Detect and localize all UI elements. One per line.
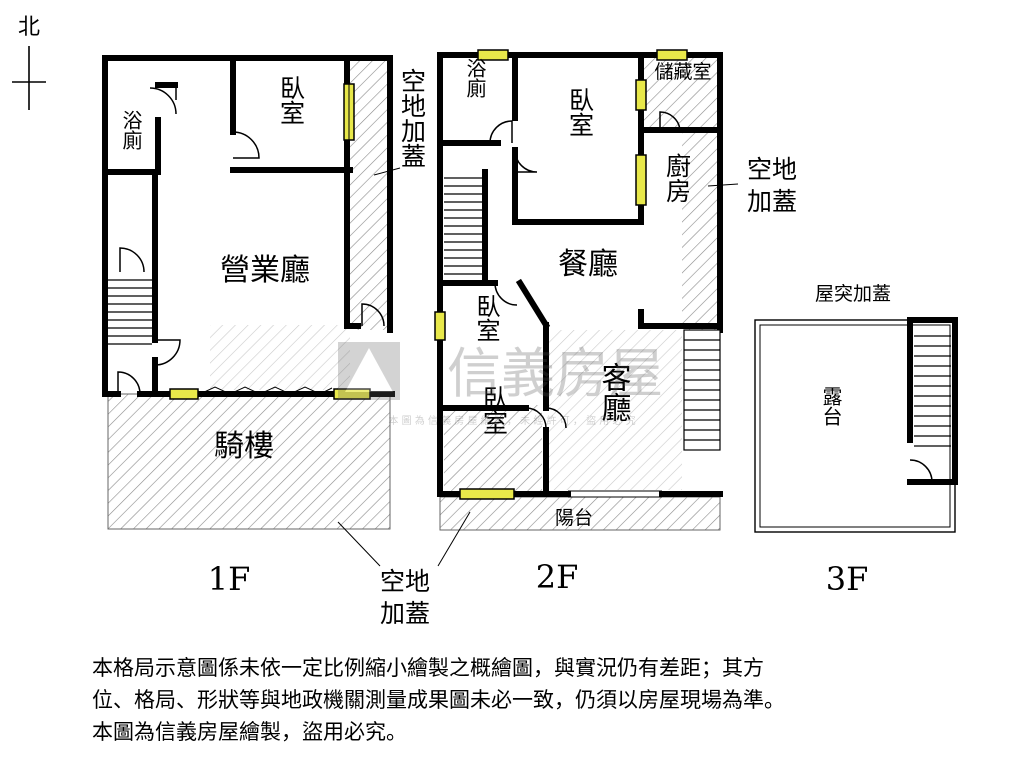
- room-label: 浴廁: [119, 110, 143, 151]
- floor-2f: 浴廁 臥室 儲藏室 廚房 餐廳 臥室 臥室 客廳 陽台 空地加蓋 2F: [434, 49, 797, 596]
- watermark-brand: 信義房屋: [447, 342, 663, 405]
- north-label: 北: [18, 15, 40, 40]
- stairs-3f: [914, 335, 951, 447]
- stairs-2f-lower: [683, 329, 721, 451]
- front-bedroom-hatch: [444, 405, 542, 493]
- doors-2f: [489, 111, 681, 429]
- windows-1f: [169, 83, 371, 400]
- disclaimer-line: 本圖為信義房屋繪製，盜用必究。: [92, 720, 407, 744]
- disclaimer: 本格局示意圖係未依一定比例縮小繪製之概繪圖，與實況仍有差距；其方 位、格局、形狀…: [92, 652, 1012, 748]
- stairs-1f: [108, 279, 152, 345]
- room-label: 臥室: [566, 87, 595, 137]
- windows-2f: [434, 49, 688, 500]
- watermark-small: 本 圖 為 信 義 房 屋 繪 製 ， 未 經 許 可 ， 盜 用 必 究: [388, 414, 635, 427]
- room-label: 浴廁: [463, 58, 487, 99]
- room-label: 臥室: [480, 385, 509, 435]
- balcony-area: [439, 496, 721, 531]
- hall-hatch-1f: [210, 325, 350, 390]
- disclaimer-line: 本格局示意圖係未依一定比例縮小繪製之概繪圖，與實況仍有差距；其方: [92, 656, 764, 680]
- room-label: 廚房: [663, 153, 692, 203]
- room-label: 陽台: [555, 507, 593, 529]
- floor-label-1f: 1F: [208, 560, 251, 598]
- leader-line: [337, 521, 381, 567]
- watermark-logo: [338, 342, 400, 400]
- north-arrow: 北: [12, 15, 46, 110]
- floor-label-3f: 3F: [826, 560, 869, 598]
- side-addition-area-1f: [350, 58, 390, 330]
- floor-label-2f: 2F: [536, 558, 579, 596]
- roof-addition-title: 屋突加蓋: [815, 283, 891, 305]
- room-label: 儲藏室: [654, 61, 711, 83]
- watermark: 信義房屋 本 圖 為 信 義 房 屋 繪 製 ， 未 經 許 可 ， 盜 用 必…: [338, 342, 663, 427]
- floor-3f: 屋突加蓋 露台 3F: [754, 283, 958, 598]
- floor-1f: 浴廁 臥室 營業廳 騎樓 空地加蓋 1F: [102, 55, 427, 598]
- annotation-label: 空地加蓋: [747, 155, 797, 216]
- annotation-label: 空地加蓋: [398, 68, 427, 168]
- room-label: 騎樓: [214, 429, 274, 464]
- room-label: 餐廳: [558, 247, 618, 282]
- stairs-2f-upper: [444, 177, 482, 275]
- room-label: 客廳: [596, 362, 632, 422]
- room-label: 臥室: [277, 75, 306, 125]
- door-3f: [909, 459, 933, 483]
- doors-1f: [117, 87, 385, 395]
- bottom-addition-annotation: 空地加蓋: [337, 511, 471, 628]
- storage-area: [641, 58, 720, 130]
- annotation-label: 空地加蓋: [380, 567, 430, 628]
- room-label: 臥室: [472, 294, 500, 342]
- room-label: 露台: [819, 386, 843, 426]
- arcade-area: [107, 393, 391, 530]
- leader-line: [373, 167, 401, 176]
- leader-line: [437, 511, 471, 567]
- disclaimer-line: 位、格局、形狀等與地政機關測量成果圖未必一致，仍須以房屋現場為準。: [92, 688, 785, 712]
- side-addition-area-2f: [682, 132, 720, 330]
- leader-line: [707, 183, 739, 187]
- room-label: 營業廳: [220, 253, 310, 288]
- living-hatch: [548, 330, 682, 490]
